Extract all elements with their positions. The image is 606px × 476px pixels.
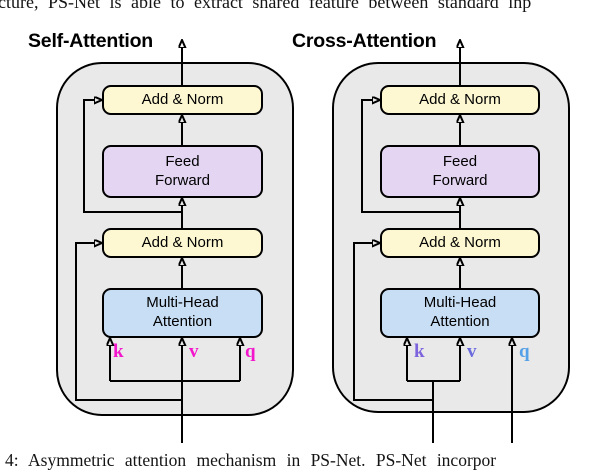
cross-v-label: v — [467, 341, 477, 362]
cross-feed-forward-box: Feed Forward — [380, 145, 540, 198]
cross-feed-forward-label-line2: Forward — [432, 171, 488, 189]
self-q-label: q — [245, 341, 256, 362]
cross-attention-title: Cross-Attention — [292, 30, 437, 52]
cross-k-label: k — [414, 341, 425, 362]
self-add-norm-bottom-label: Add & Norm — [141, 233, 224, 251]
cross-attention-box-label-line1: Multi-Head — [423, 294, 497, 312]
self-attention-box-label-line1: Multi-Head — [146, 294, 219, 312]
self-feed-forward-label-line1: Feed — [165, 152, 200, 170]
cross-attention-box-label-line2: Attention — [430, 313, 490, 330]
self-add-norm-bottom-box: Add & Norm — [102, 228, 263, 258]
figure-caption: 4: Asymmetric attention mechanism in PS-… — [5, 450, 497, 470]
cross-feed-forward-label-line1: Feed — [442, 152, 478, 170]
cropped-body-text: cture, PS-Net is able to extract shared … — [0, 0, 532, 12]
cross-multi-head-attention-box: Multi-Head Attention — [380, 288, 540, 338]
cross-add-norm-top-label: Add & Norm — [419, 90, 501, 108]
cross-add-norm-bottom-box: Add & Norm — [380, 228, 540, 258]
self-feed-forward-box: Feed Forward — [102, 145, 263, 198]
self-k-label: k — [113, 341, 124, 362]
cross-add-norm-top-box: Add & Norm — [380, 85, 540, 115]
self-multi-head-attention-box: Multi-Head Attention — [102, 288, 263, 338]
self-v-label: v — [189, 341, 199, 362]
self-attention-box-label-line2: Attention — [152, 313, 213, 330]
self-attention-title: Self-Attention — [28, 30, 154, 52]
self-add-norm-top-box: Add & Norm — [102, 85, 263, 115]
cross-q-label: q — [519, 341, 530, 362]
self-add-norm-top-label: Add & Norm — [141, 90, 224, 108]
self-feed-forward-label-line2: Forward — [154, 171, 210, 189]
cross-add-norm-bottom-label: Add & Norm — [419, 233, 501, 251]
